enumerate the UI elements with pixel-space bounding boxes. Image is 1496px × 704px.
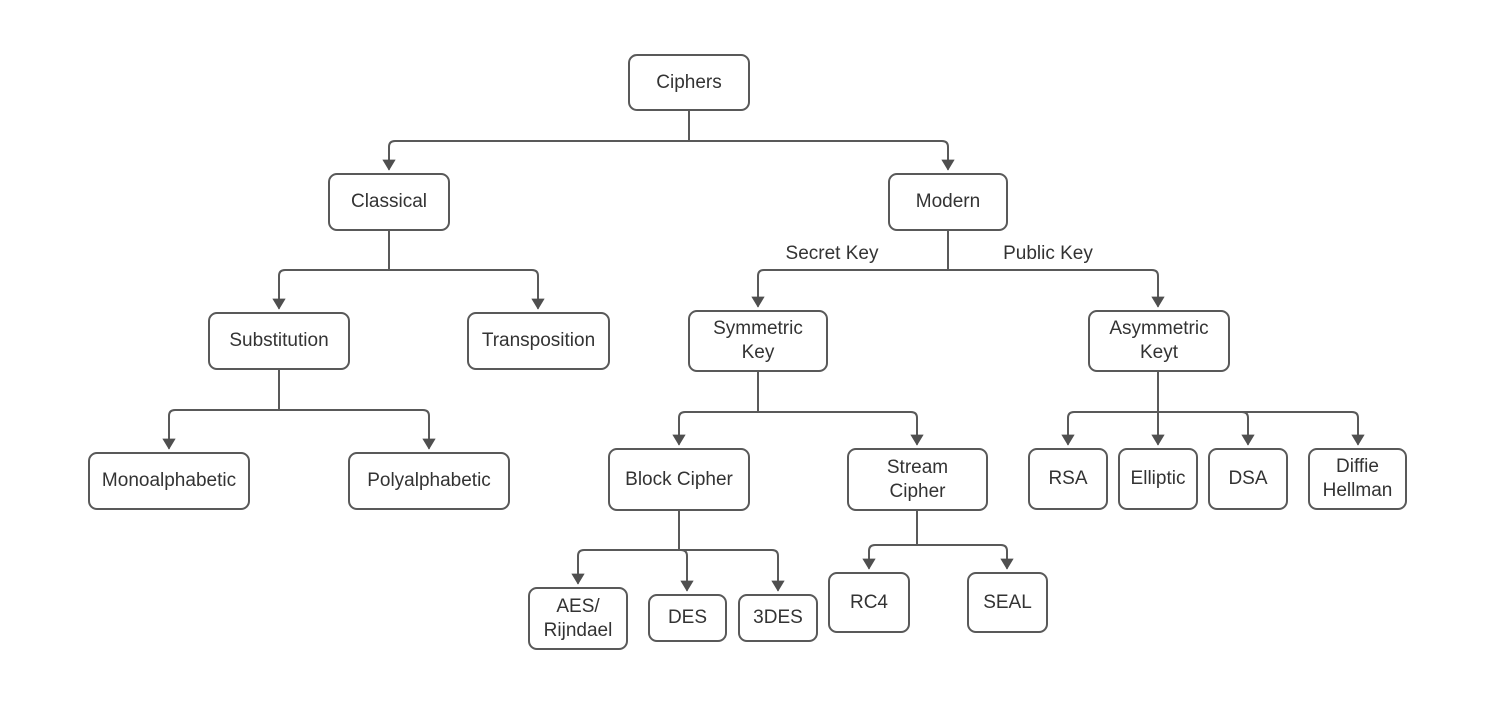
node-symmetric-key: Symmetric Key (688, 310, 828, 372)
connector-ciphers-modern (688, 140, 955, 171)
connector-asymmetric-rsa (1061, 411, 1159, 446)
connector-asymmetric-diffie (1157, 411, 1365, 446)
node-rsa: RSA (1028, 448, 1108, 510)
node-ciphers: Ciphers (628, 54, 750, 111)
node-polyalphabetic: Polyalphabetic (348, 452, 510, 510)
connector-classical-transposition (388, 269, 545, 310)
node-block-cipher: Block Cipher (608, 448, 750, 511)
connector-substitution-poly (278, 409, 436, 450)
connector-stream-rc4 (862, 544, 918, 570)
node-des: DES (648, 594, 727, 642)
connector-block-3des (678, 549, 785, 592)
node-modern: Modern (888, 173, 1008, 231)
edge-label-secret-key: Secret Key (785, 243, 879, 264)
connector-asymmetric-dsa (1157, 411, 1255, 446)
connector-block-aes (571, 549, 680, 585)
connector-ciphers-classical (382, 140, 690, 171)
node-asymmetric-keyt: Asymmetric Keyt (1088, 310, 1230, 372)
node-dsa: DSA (1208, 448, 1288, 510)
connector-modern-asymmetric (947, 269, 1165, 308)
node-transposition: Transposition (467, 312, 610, 370)
connector-symmetric-stream (757, 411, 924, 446)
connector-symmetric-block (672, 411, 759, 446)
node-classical: Classical (328, 173, 450, 231)
node-aes-rijndael: AES/ Rijndael (528, 587, 628, 650)
node-stream-cipher: Stream Cipher (847, 448, 988, 511)
node-3des: 3DES (738, 594, 818, 642)
connector-substitution-mono (162, 409, 280, 450)
connector-classical-substitution (272, 269, 390, 310)
node-diffie-hellman: Diffie Hellman (1308, 448, 1407, 510)
node-monoalphabetic: Monoalphabetic (88, 452, 250, 510)
connector-block-des (678, 549, 694, 592)
node-substitution: Substitution (208, 312, 350, 370)
node-elliptic: Elliptic (1118, 448, 1198, 510)
connector-modern-symmetric (751, 269, 949, 308)
node-rc4: RC4 (828, 572, 910, 633)
node-seal: SEAL (967, 572, 1048, 633)
connector-stream-seal (916, 544, 1014, 570)
edge-label-public-key: Public Key (1003, 243, 1093, 264)
